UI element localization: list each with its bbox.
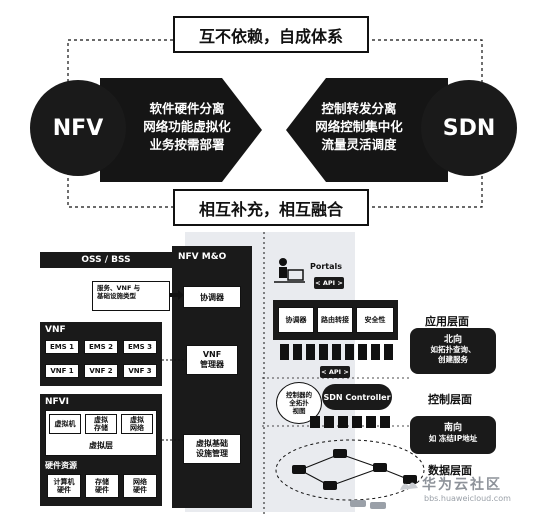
virtual-machine-box: 虚拟机 — [49, 414, 81, 434]
sdn-controller-cloud: SDN Controller — [322, 384, 392, 410]
sdn-feature: 网络控制集中化 — [315, 119, 403, 134]
resource-label: 虚拟机 — [54, 420, 76, 428]
nfv-circle: NFV — [30, 80, 126, 176]
orchestrator-box: 协调器 — [183, 286, 241, 308]
watermark-url: bbs.huaweicloud.com — [424, 494, 511, 503]
server-rack-icon — [280, 344, 393, 360]
nfv-feature: 软件硬件分离 — [149, 101, 225, 116]
app-box: 安全性 — [356, 307, 394, 333]
vnf-box: VNF 3 — [123, 364, 157, 378]
storage-hardware-box: 存储 硬件 — [85, 474, 119, 498]
southbound-callout: 南向 如 冻结IP地址 — [410, 416, 496, 454]
northbound-desc: 如拓扑查询、 — [430, 345, 476, 354]
hardware-title: 硬件资源 — [45, 461, 77, 470]
user-computer-icon — [274, 258, 305, 283]
sdn-circle: SDN — [421, 80, 517, 176]
mano-title: NFV M&O — [178, 252, 227, 262]
northbound-callout: 北向 如拓扑查询、 创建服务 — [410, 328, 496, 374]
resource-label: 存储 — [94, 424, 108, 432]
vim-box: 虚拟基础 设施管理 — [183, 434, 241, 464]
virtual-storage-box: 虚拟 存储 — [85, 414, 117, 434]
hardware-label: 硬件 — [57, 486, 71, 494]
hardware-label: 网络 — [133, 478, 147, 486]
vnf-box: VNF 1 — [45, 364, 79, 378]
mano-connectors — [162, 359, 186, 441]
network-hardware-box: 网络 硬件 — [123, 474, 157, 498]
vim-line: 虚拟基础 — [196, 439, 228, 448]
hardware-label: 硬件 — [95, 486, 109, 494]
nfvi-title: NFVI — [45, 397, 69, 407]
service-note: 服务、VNF 与 基础设施类型 — [92, 281, 170, 311]
data-layer-label: 数据层面 — [428, 464, 472, 477]
virtual-network-box: 虚拟 网络 — [121, 414, 153, 434]
api-top-tag: < API > — [314, 277, 344, 289]
sdn-feature-list: 控制转发分离 网络控制集中化 流量灵活调度 — [300, 100, 418, 154]
complement-banner: 相互补充，相互融合 — [173, 189, 369, 226]
switch-row-icon — [310, 416, 390, 428]
watermark-brand: 华为云社区 — [422, 477, 502, 493]
ems-box: EMS 2 — [84, 340, 118, 354]
controller-view-line: 全拓扑 — [289, 399, 309, 407]
sdn-arrow — [286, 78, 448, 182]
nfv-feature: 业务按需部署 — [149, 137, 225, 152]
ems-box: EMS 3 — [123, 340, 157, 354]
app-layer-label: 应用层面 — [425, 315, 469, 328]
app-box: 协调器 — [278, 307, 314, 333]
northbound-title: 北向 — [443, 335, 462, 345]
api-mid-tag: < API > — [320, 366, 350, 378]
oss-bss-bar: OSS / BSS — [40, 252, 172, 268]
nfv-feature-list: 软件硬件分离 网络功能虚拟化 业务按需部署 — [128, 100, 246, 154]
nfv-arrow — [100, 78, 262, 182]
huawei-cloud-logo — [400, 482, 418, 490]
nfv-feature: 网络功能虚拟化 — [143, 119, 231, 134]
hardware-label: 存储 — [95, 478, 109, 486]
independence-banner: 互不依赖，自成体系 — [173, 16, 369, 53]
vnf-box: VNF 2 — [84, 364, 118, 378]
hardware-label: 计算机 — [53, 478, 75, 486]
section-divider — [263, 232, 265, 514]
resource-label: 网络 — [130, 424, 144, 432]
control-layer-label: 控制层面 — [428, 393, 472, 406]
sdn-feature: 控制转发分离 — [321, 101, 397, 116]
sdn-feature: 流量灵活调度 — [321, 137, 397, 152]
controller-view-line: 控制器的 — [286, 391, 312, 399]
southbound-desc: 如 冻结IP地址 — [428, 434, 478, 443]
connector-lines — [67, 39, 483, 208]
northbound-desc: 创建服务 — [438, 355, 468, 364]
layer-dotted-guides — [262, 377, 412, 427]
vnf-manager-line: VNF — [202, 350, 222, 359]
virtual-layer-label: 虚拟层 — [89, 440, 113, 450]
vnf-manager-box: VNF 管理器 — [186, 345, 238, 375]
controller-view-line: 视图 — [292, 407, 306, 415]
vim-line: 设施管理 — [196, 449, 228, 458]
southbound-title: 南向 — [443, 423, 462, 433]
vnf-title: VNF — [45, 325, 66, 335]
service-note-line: 基础设施类型 — [97, 292, 136, 300]
resource-label: 虚拟 — [130, 416, 144, 424]
vnf-manager-line: 管理器 — [200, 360, 224, 369]
hardware-label: 硬件 — [133, 486, 147, 494]
service-note-line: 服务、VNF 与 — [97, 284, 141, 292]
app-box: 路由转接 — [317, 307, 353, 333]
data-plane-network — [275, 439, 425, 509]
arrow-icon — [170, 290, 184, 300]
portals-label: Portals — [310, 262, 343, 271]
ems-box: EMS 1 — [45, 340, 79, 354]
compute-hardware-box: 计算机 硬件 — [47, 474, 81, 498]
resource-label: 虚拟 — [94, 416, 108, 424]
app-label: 路由转接 — [321, 316, 349, 324]
